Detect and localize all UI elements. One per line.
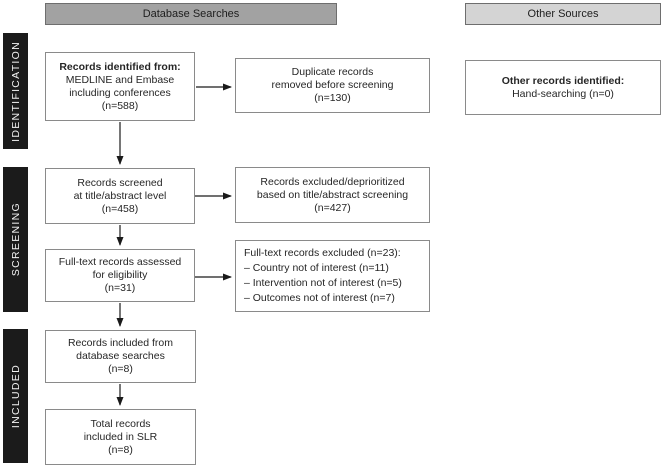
box-fulltext-assessed-text: Full-text records assessed for eligibili… xyxy=(58,256,182,294)
box-other-records-title: Other records identified: xyxy=(501,74,625,87)
box-records-excluded-text: Records excluded/deprioritized based on … xyxy=(256,175,409,214)
header-database-searches-label: Database Searches xyxy=(142,8,240,20)
box-records-screened-text: Records screened at title/abstract level… xyxy=(73,176,167,215)
box-records-identified-title: Records identified from: xyxy=(59,60,181,73)
stage-bar-screening: SCREENING xyxy=(3,167,28,312)
box-fulltext-assessed: Full-text records assessed for eligibili… xyxy=(45,249,195,302)
box-duplicates-removed: Duplicate records removed before screeni… xyxy=(235,58,430,113)
stage-bar-included: INCLUDED xyxy=(3,329,28,463)
box-fulltext-excluded: Full-text records excluded (n=23): – Cou… xyxy=(235,240,430,312)
stage-label-screening: SCREENING xyxy=(9,202,22,277)
box-total-records-included: Total records included in SLR (n=8) xyxy=(45,409,196,465)
box-records-included-from-database: Records included from database searches … xyxy=(45,330,196,383)
box-other-records-text: Hand-searching (n=0) xyxy=(512,87,614,100)
header-other-sources-label: Other Sources xyxy=(527,8,599,20)
box-records-included-from-database-text: Records included from database searches … xyxy=(67,337,174,375)
box-records-identified-text: MEDLINE and Embase including conferences… xyxy=(65,73,175,112)
stage-label-included: INCLUDED xyxy=(9,363,22,429)
box-records-excluded: Records excluded/deprioritized based on … xyxy=(235,167,430,223)
box-records-screened: Records screened at title/abstract level… xyxy=(45,168,195,224)
box-duplicates-removed-text: Duplicate records removed before screeni… xyxy=(271,66,394,104)
stage-bar-identification: IDENTIFICATION xyxy=(3,33,28,149)
box-total-records-included-text: Total records included in SLR (n=8) xyxy=(83,417,158,456)
header-database-searches: Database Searches xyxy=(45,3,337,25)
header-other-sources: Other Sources xyxy=(465,3,661,25)
box-fulltext-excluded-text: Full-text records excluded (n=23): – Cou… xyxy=(244,247,402,304)
box-records-identified: Records identified from: MEDLINE and Emb… xyxy=(45,52,195,121)
box-other-records-identified: Other records identified: Hand-searching… xyxy=(465,60,661,115)
stage-label-identification: IDENTIFICATION xyxy=(9,40,22,142)
